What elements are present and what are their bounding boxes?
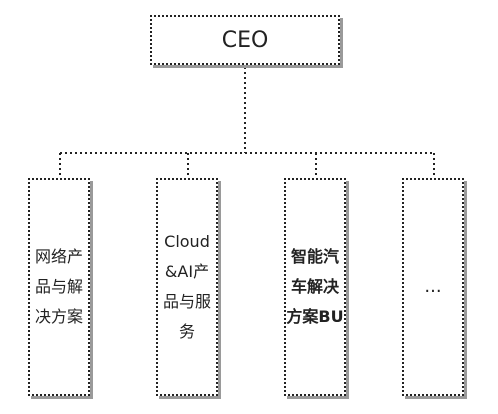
node-network-products-label: 网络产品与解决方案 xyxy=(34,247,83,326)
node-cloud-ai: Cloud &AI产品与服务 xyxy=(156,178,218,396)
node-more: ... xyxy=(402,178,464,396)
node-network-products: 网络产品与解决方案 xyxy=(28,178,90,396)
ceo-node-label: CEO xyxy=(221,27,269,53)
node-cloud-ai-label: Cloud &AI产品与服务 xyxy=(162,232,211,341)
ceo-node: CEO xyxy=(150,15,340,65)
node-intelligent-automotive: 智能汽车解决方案BU xyxy=(284,178,346,396)
node-more-label: ... xyxy=(424,276,442,297)
node-intelligent-automotive-label: 智能汽车解决方案BU xyxy=(286,247,344,326)
